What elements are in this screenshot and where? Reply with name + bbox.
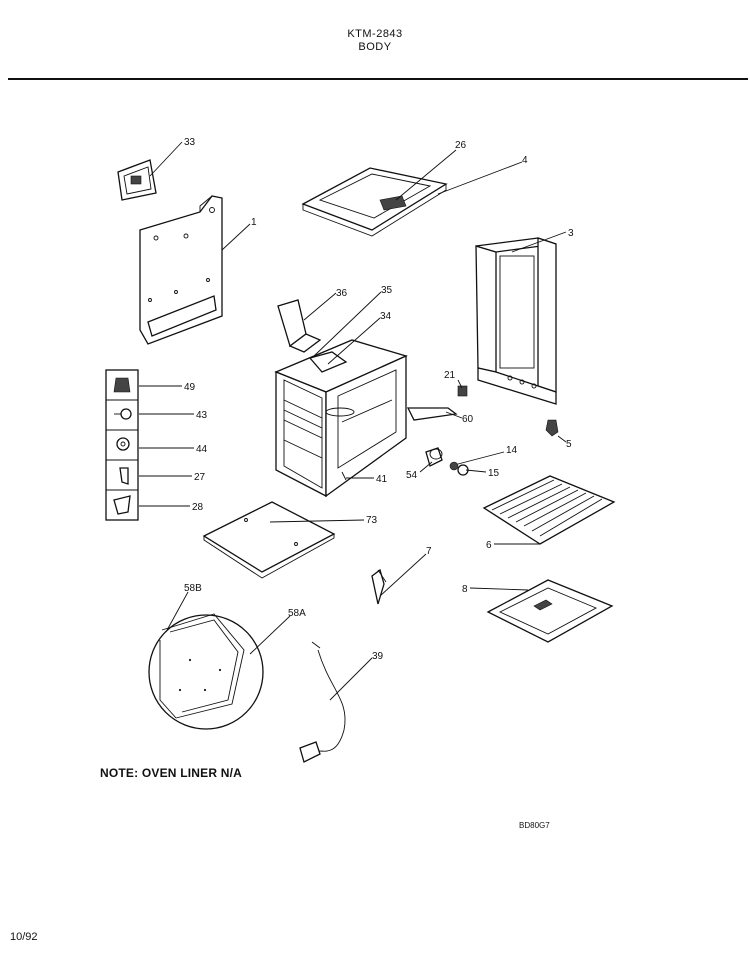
part-54-receptacle	[425, 447, 443, 467]
part-21-clip	[457, 385, 468, 397]
part-6-oven-rack	[482, 475, 616, 545]
part-58-insulation-detail	[148, 613, 264, 730]
label-54: 54	[406, 470, 418, 481]
label-43: 43	[196, 410, 208, 421]
label-5: 5	[566, 439, 572, 450]
label-7: 7	[426, 546, 432, 557]
label-58A: 58A	[288, 608, 306, 619]
label-39: 39	[372, 651, 384, 662]
label-15: 15	[488, 468, 500, 479]
model-number: KTM-2843	[347, 28, 403, 40]
label-49: 49	[184, 382, 196, 393]
label-44: 44	[196, 444, 208, 455]
label-14: 14	[506, 445, 518, 456]
label-41: 41	[376, 474, 388, 485]
label-28: 28	[192, 502, 204, 513]
part-73-bottom-panel	[202, 501, 336, 579]
label-3: 3	[568, 228, 574, 239]
label-33: 33	[184, 137, 196, 148]
header-rule	[8, 78, 748, 80]
label-27: 27	[194, 472, 206, 483]
drawing-code: BD80G7	[519, 821, 550, 830]
label-73: 73	[366, 515, 378, 526]
part-60-rail	[406, 407, 458, 421]
label-60: 60	[462, 414, 474, 425]
range-body-frame	[274, 299, 408, 498]
label-6: 6	[486, 540, 492, 551]
leader-lines	[139, 141, 567, 701]
part-7-clip	[371, 568, 387, 605]
part-3-door-frame	[475, 237, 557, 405]
part-4-top-panel	[301, 167, 448, 237]
label-1: 1	[251, 217, 257, 228]
hardware-parts-box	[105, 369, 139, 521]
label-35: 35	[381, 285, 393, 296]
revision-date: 10/92	[10, 931, 38, 943]
label-8: 8	[462, 584, 468, 595]
label-4: 4	[522, 155, 528, 166]
label-34: 34	[380, 311, 392, 322]
part-1-side-panel	[139, 195, 223, 345]
label-58B: 58B	[184, 583, 202, 594]
section-title: BODY	[358, 41, 392, 53]
label-36: 36	[336, 288, 348, 299]
part-39-power-cord	[299, 641, 346, 763]
callout-labels: 33 26 4 1 3 36 35 34 21 49 60 43 5 44 14…	[184, 137, 574, 662]
label-26: 26	[455, 140, 467, 151]
part-5-leveler	[545, 419, 559, 437]
part-8-broiler-pan	[486, 579, 614, 643]
label-21: 21	[444, 370, 456, 381]
part-33-bracket	[117, 159, 157, 201]
oven-liner-note: NOTE: OVEN LINER N/A	[100, 766, 243, 780]
